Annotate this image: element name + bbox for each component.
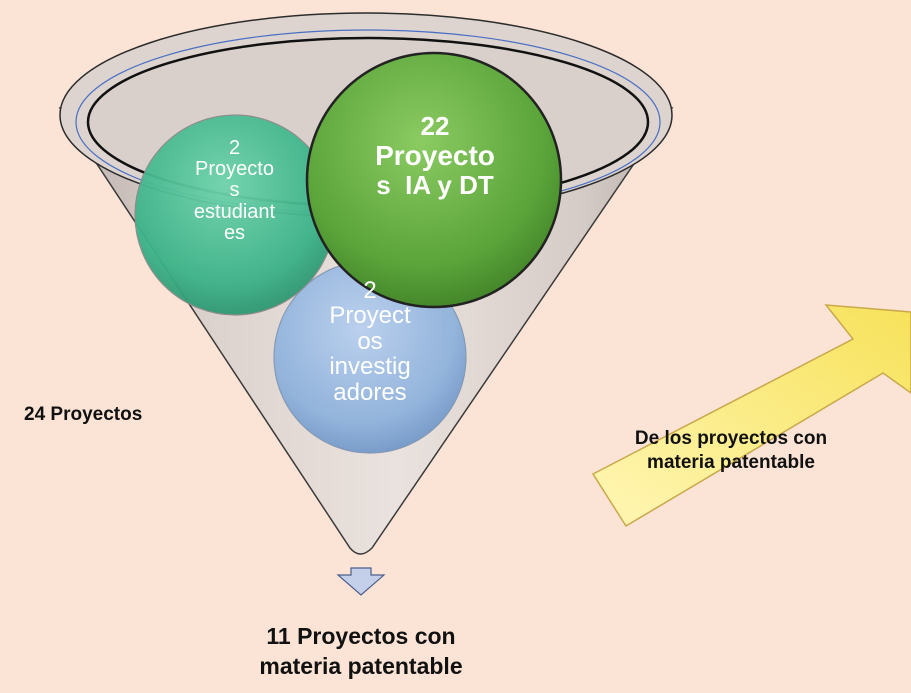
- ia-dt-line-2: s IA y DT: [376, 170, 494, 201]
- researchers-line-4: adores: [333, 378, 407, 406]
- arrow-caption-line-1: De los proyectos con: [634, 428, 828, 449]
- students-count: 2: [228, 137, 241, 159]
- result-label: 11 Proyectos con materia patentable: [196, 622, 526, 682]
- students-bubble-label: 2 Proyecto s estudiant es: [157, 137, 312, 244]
- ia-dt-count: 22: [420, 111, 450, 141]
- ia-dt-bubble-label: 22 Proyecto s IA y DT: [340, 112, 530, 200]
- students-line-4: es: [223, 221, 246, 244]
- down-arrow-icon: [336, 567, 386, 596]
- students-line-3: estudiant: [193, 200, 276, 223]
- result-line-1: 11 Proyectos con: [266, 623, 456, 649]
- students-line-1: Proyecto: [195, 158, 274, 181]
- students-line-2: s: [229, 179, 240, 202]
- researchers-line-3: investig: [329, 353, 411, 381]
- ia-dt-line-1: Proyecto: [375, 139, 495, 171]
- ia-dt-bubble: [305, 51, 563, 309]
- yellow-arrow-icon: [591, 304, 911, 528]
- result-line-2: materia patentable: [259, 652, 463, 679]
- researchers-line-2: os: [357, 327, 383, 355]
- researchers-line-1: Proyect: [329, 302, 411, 330]
- arrow-caption: De los proyectos con materia patentable: [566, 427, 896, 475]
- total-projects-label: 24 Proyectos: [24, 404, 143, 425]
- researchers-bubble-label: 2 Proyect os investig adores: [300, 277, 440, 406]
- arrow-caption-line-2: materia patentable: [647, 451, 815, 473]
- researchers-count: 2: [363, 277, 377, 304]
